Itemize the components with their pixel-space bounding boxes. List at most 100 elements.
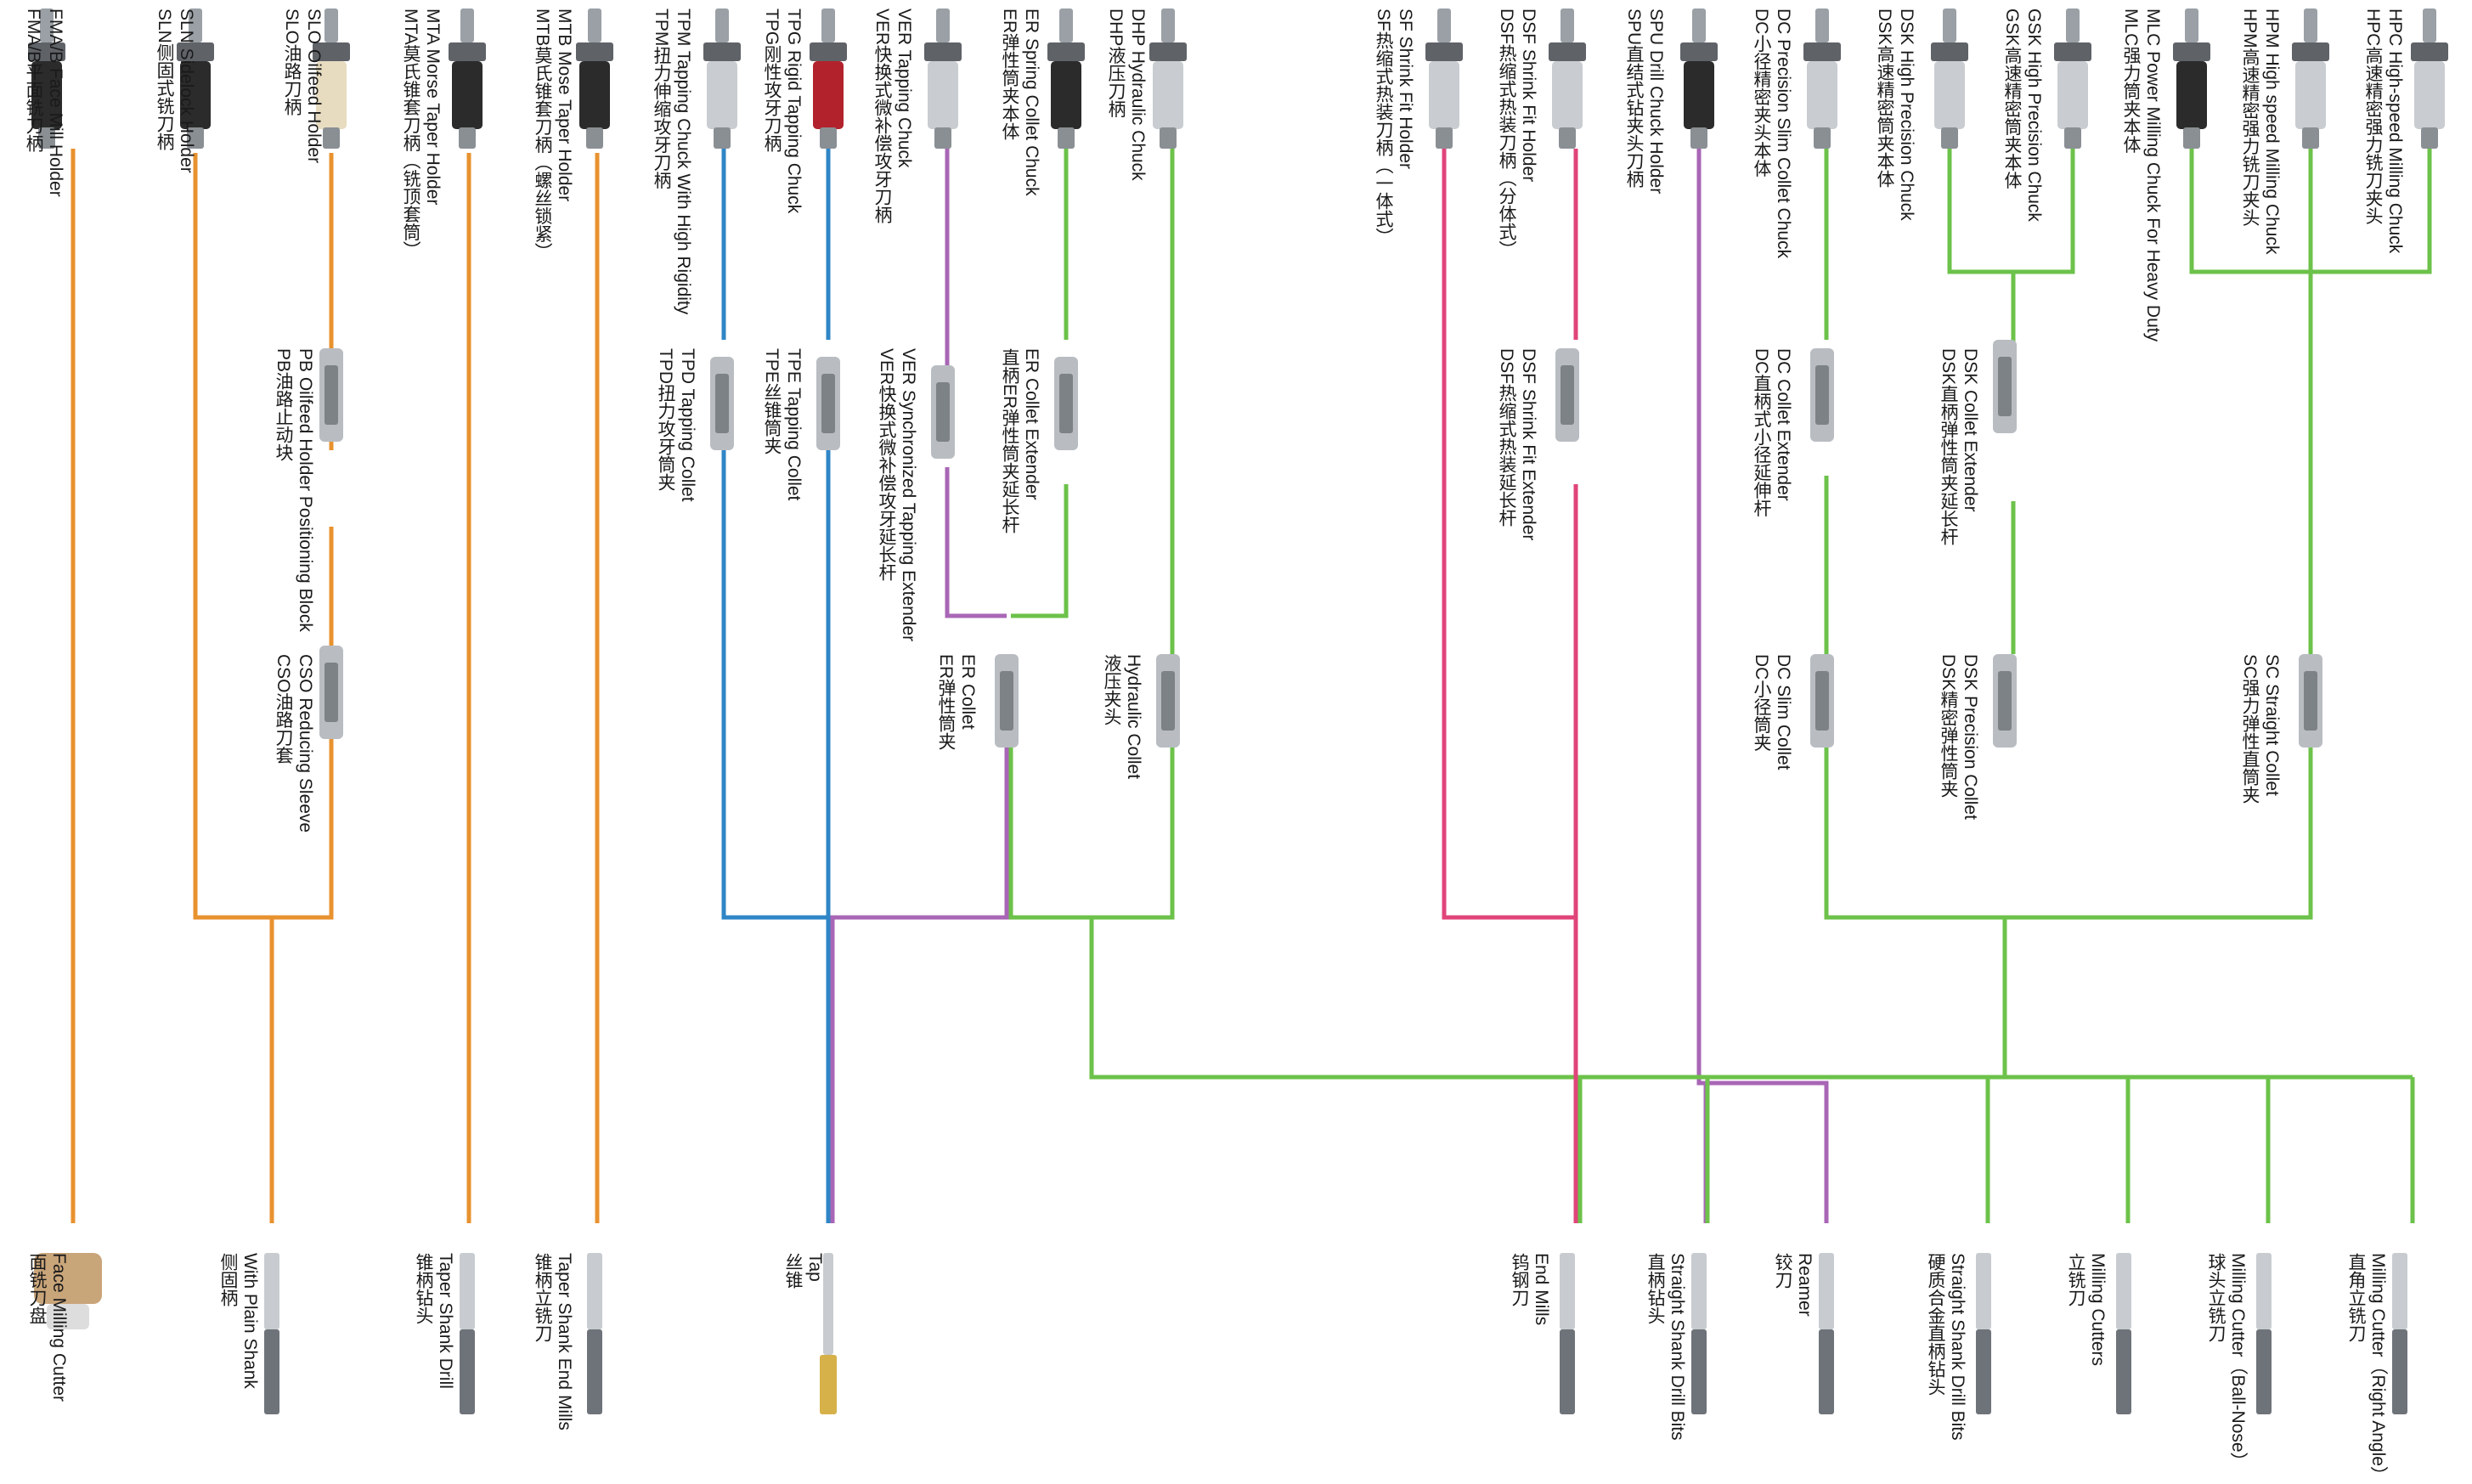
face-milling-cutter-label-zh: 面铣刀盘 — [27, 1253, 47, 1324]
milling-cutters-label-en: Milling Cutters — [2088, 1253, 2108, 1367]
dc-slim-collet-label-en: DC Slim Collet — [1774, 654, 1793, 770]
hydraulic-collet-label-en: Hydraulic Collet — [1124, 654, 1143, 780]
tpm-tapping-chuck-picture — [703, 8, 741, 149]
gsk-high-precision-chuck-picture — [2054, 8, 2091, 149]
morse-taper-holder-label-en: MTA Morse Taper Holder — [423, 8, 443, 206]
sidelock-holder-label-en: SLN Sidelock Holder — [177, 8, 196, 173]
dsk-precision-collet-label-zh: DSK精密弹性筒夹 — [1939, 654, 1958, 798]
oilfeed-holder-label-en: SLO Oilfeed Holder — [304, 8, 324, 164]
gsk-high-precision-chuck-label-zh: GSK高速精密筒夹本体 — [2002, 8, 2022, 189]
dsf-shrink-fit-extender-label-en: DSF Shrink Fit Extender — [1519, 348, 1538, 541]
line-spu-reamer — [1696, 149, 1829, 1223]
face-mill-holder-picture — [28, 8, 65, 149]
straight-shank-drill-bits-label-zh: 直柄钻头 — [1645, 1253, 1665, 1324]
reamer-picture — [1819, 1253, 1834, 1414]
tap-label-en: Tap — [805, 1253, 825, 1282]
er-collet-label-en: ER Collet — [958, 654, 978, 730]
tap-label-zh: 丝锥 — [783, 1253, 803, 1289]
tpe-tapping-collet-picture — [816, 357, 840, 450]
reamer-label-zh: 铰刀 — [1773, 1253, 1792, 1289]
end-mills-label-zh: 钨钢刀 — [1510, 1253, 1529, 1306]
dc-slim-collet-picture — [1810, 654, 1834, 748]
tpd-tapping-collet-label-en: TPD Tapping Collet — [678, 348, 697, 502]
carbide-straight-shank-drill-bits-label-en: Straight Shank Drill Bits — [1948, 1253, 1967, 1441]
tpd-tapping-collet-picture — [710, 357, 734, 450]
mlc-power-milling-chuck-picture — [2173, 8, 2210, 149]
ver-tapping-chuck-picture — [924, 8, 962, 149]
dsk-precision-collet-label-en: DSK Precision Collet — [1961, 654, 1980, 820]
taper-shank-end-mills-picture — [587, 1253, 602, 1414]
ver-synchronized-tapping-extender-label-en: VER Synchronized Tapping Extender — [899, 348, 918, 642]
carbide-straight-shank-drill-bits-label-zh: 硬质合金直柄钻头 — [1926, 1253, 1945, 1396]
hpc-high-speed-milling-chuck-picture — [2411, 8, 2448, 149]
with-plain-shank-label-zh: 侧固柄 — [218, 1253, 238, 1306]
milling-cutters-picture — [2116, 1253, 2131, 1414]
face-mill-holder-label-en: FMA/B Face Mill Holder — [46, 8, 65, 197]
dsk-collet-extender-label-en: DSK Collet Extender — [1961, 348, 1980, 512]
sidelock-holder-picture — [177, 8, 214, 149]
dsf-shrink-fit-extender-label-zh: DSF热缩式热装延长杆 — [1497, 348, 1516, 527]
hpm-high-speed-milling-chuck-picture — [2292, 8, 2329, 149]
carbide-straight-shank-drill-bits-picture — [1976, 1253, 1991, 1414]
milling-cutter-ball-nose-picture — [2256, 1253, 2272, 1414]
pb-oilfeed-positioning-block-picture — [319, 348, 343, 442]
line-er-extender-collet — [1011, 484, 1069, 618]
morse-taper-holder-label-zh: MTA莫氏锥套刀柄（铣顶套筒） — [401, 8, 420, 259]
mlc-power-milling-chuck-label-zh: MLC强力筒夹本体 — [2121, 8, 2141, 154]
line-ver-to-er — [945, 467, 1007, 618]
dsf-shrink-fit-holder-picture — [1549, 8, 1586, 149]
straight-shank-drill-bits-label-en: Straight Shank Drill Bits — [1668, 1253, 1687, 1441]
spu-drill-chuck-holder-label-en: SPU Drill Chuck Holder — [1646, 8, 1666, 195]
tpm-tapping-chuck-label-en: TPM Tapping Chuck With High Rigidity — [674, 8, 693, 315]
dsk-high-precision-chuck-picture — [1931, 8, 1968, 149]
tpe-tapping-collet-label-en: TPE Tapping Collet — [784, 348, 804, 501]
face-milling-cutter-label-en: Face Milling Cutter — [49, 1253, 69, 1402]
line-sidelock-oilfeed — [193, 153, 334, 920]
ver-tapping-chuck-label-zh: VER快换式微补偿攻牙刀柄 — [872, 8, 892, 224]
dhp-hydraulic-chuck-label-en: DHP Hydraulic Chuck — [1128, 8, 1148, 181]
er-collet-extender-picture — [1054, 357, 1078, 450]
mose-taper-holder-picture — [576, 8, 613, 149]
dsk-collet-extender-picture — [1993, 340, 2017, 433]
line-sf-join — [1442, 149, 1576, 920]
face-mill-holder-label-zh: FMA/B平面铣刀柄 — [24, 8, 43, 153]
taper-shank-drill-label-en: Taper Shank Drill — [436, 1253, 455, 1389]
sc-straight-collet-label-zh: SC强力弹性直筒夹 — [2240, 654, 2260, 804]
line-tpd-join — [721, 442, 828, 920]
sf-shrink-fit-holder-label-zh: SF热缩式热装刀柄（一体式） — [1374, 8, 1393, 245]
tpe-tapping-collet-label-zh: TPE丝锥筒夹 — [762, 348, 782, 454]
face-milling-cutter-picture — [34, 1253, 102, 1329]
milling-cutter-ball-nose-label: Milling Cutter（Ball-Nose）球头立铣刀 — [2204, 1253, 2249, 1470]
er-collet-extender-label-zh: 直柄ER弹性筒夹延长杆 — [1000, 348, 1019, 534]
ver-synchronized-tapping-extender-picture — [931, 365, 955, 459]
dc-collet-extender-picture — [1810, 348, 1834, 442]
line-er-to-tap — [830, 743, 1009, 1223]
milling-cutter-ball-nose-label-zh: 球头立铣刀 — [2206, 1253, 2226, 1342]
tpg-rigid-tapping-chuck-label-en: TPG Rigid Tapping Chuck — [784, 8, 804, 214]
mose-taper-holder-label-en: MTB Mose Taper Holder — [555, 8, 574, 202]
dsk-high-precision-chuck-label-zh: DSK高速精密筒夹本体 — [1875, 8, 1894, 189]
hpm-high-speed-milling-chuck-label-en: HPM High speed Milling Chuck — [2262, 8, 2282, 255]
mlc-power-milling-chuck-label-en: MLC Power Milling Chuck For Heavy Duty — [2143, 8, 2163, 342]
tpg-rigid-tapping-chuck-label-zh: TPG刚性攻牙刀柄 — [762, 8, 782, 153]
er-collet-extender-label-en: ER Collet Extender — [1022, 348, 1041, 500]
dsf-shrink-fit-extender-picture — [1555, 348, 1579, 442]
oilfeed-holder-picture — [313, 8, 350, 149]
dsf-shrink-fit-holder-label-zh: DSF热缩式热装刀柄（分体式） — [1497, 8, 1516, 258]
with-plain-shank-label-en: With Plain Shank — [240, 1253, 260, 1389]
